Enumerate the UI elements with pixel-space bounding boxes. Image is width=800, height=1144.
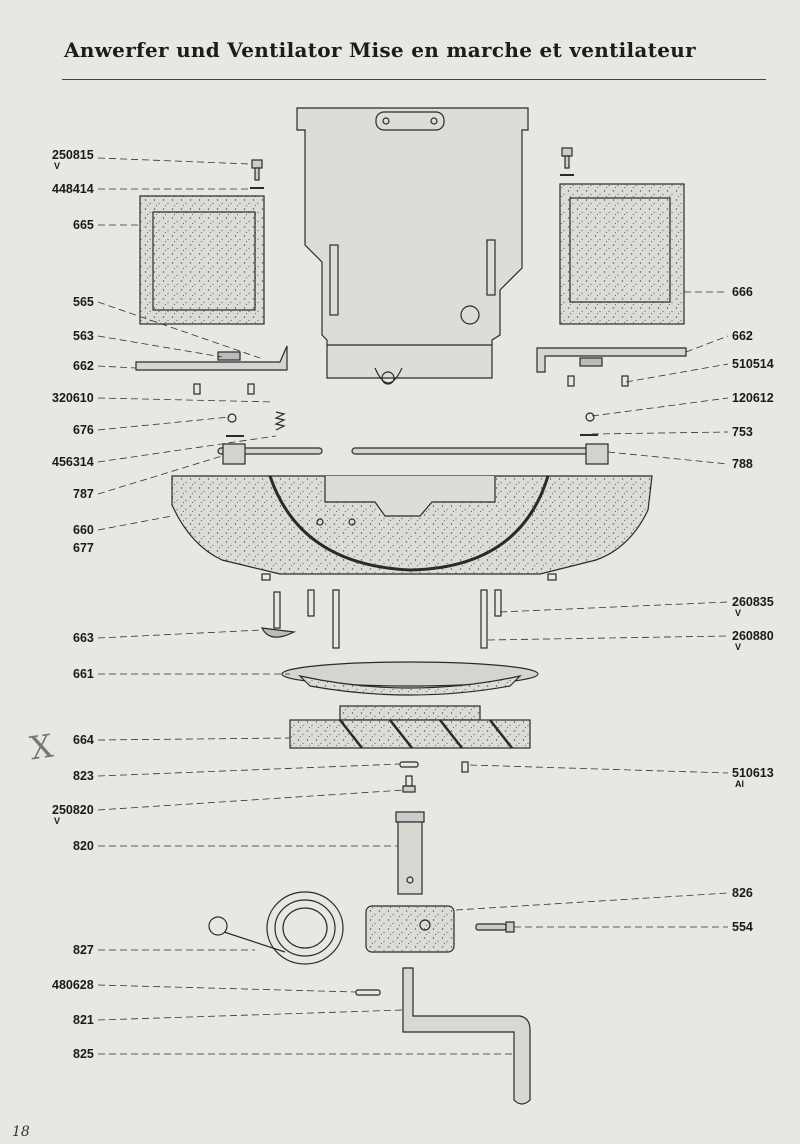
callout-663: 663 <box>73 631 94 645</box>
callout-662-right: 662 <box>732 329 753 343</box>
page-title: Anwerfer und Ventilator Mise en marche e… <box>64 38 696 62</box>
callout-448414: 448414 <box>52 182 94 196</box>
shaft-tube-820 <box>395 811 425 895</box>
spring-827 <box>208 891 344 965</box>
callout-660: 660 <box>73 523 94 537</box>
leader-lines <box>97 157 729 1055</box>
callout-456314: 456314 <box>52 455 94 469</box>
bracket-662-right <box>536 347 687 373</box>
callout-788: 788 <box>732 457 753 471</box>
callout-320610: 320610 <box>52 391 94 405</box>
callout-662-left: 662 <box>73 359 94 373</box>
callout-510514: 510514 <box>732 357 774 371</box>
callout-677: 677 <box>73 541 94 555</box>
callout-480628: 480628 <box>52 978 94 992</box>
callout-676: 676 <box>73 423 94 437</box>
filter-pad-666 <box>559 183 685 325</box>
bolt-top-right <box>560 147 574 176</box>
bolt-554 <box>475 921 515 933</box>
cup-826 <box>365 905 455 953</box>
pin-480628 <box>355 989 381 996</box>
rods <box>217 434 609 465</box>
callout-565: 565 <box>73 295 94 309</box>
small-parts-center <box>399 761 469 793</box>
margin-mark: X <box>27 726 56 768</box>
callout-666: 666 <box>732 285 753 299</box>
lower-bolts <box>260 589 502 649</box>
title-rule <box>62 79 766 80</box>
fan-disc-661 <box>281 661 539 696</box>
callout-825: 825 <box>73 1047 94 1061</box>
callout-753: 753 <box>732 425 753 439</box>
callout-661: 661 <box>73 667 94 681</box>
page-number: 18 <box>12 1124 30 1140</box>
callout-120612: 120612 <box>732 391 774 405</box>
callout-554: 554 <box>732 920 753 934</box>
callout-826: 826 <box>732 886 753 900</box>
fan-housing-660 <box>171 475 653 581</box>
callout-563: 563 <box>73 329 94 343</box>
housing-frame <box>296 107 529 385</box>
small-screws <box>193 375 629 431</box>
impeller-664 <box>289 705 531 749</box>
filter-pad-665 <box>139 195 265 325</box>
crank-821 <box>402 967 531 1105</box>
callout-787: 787 <box>73 487 94 501</box>
callout-823: 823 <box>73 769 94 783</box>
bolt-250815 <box>250 159 264 189</box>
callout-827: 827 <box>73 943 94 957</box>
callout-821: 821 <box>73 1013 94 1027</box>
callout-820: 820 <box>73 839 94 853</box>
callout-664: 664 <box>73 733 94 747</box>
bracket-662-left <box>135 345 288 371</box>
callout-665: 665 <box>73 218 94 232</box>
